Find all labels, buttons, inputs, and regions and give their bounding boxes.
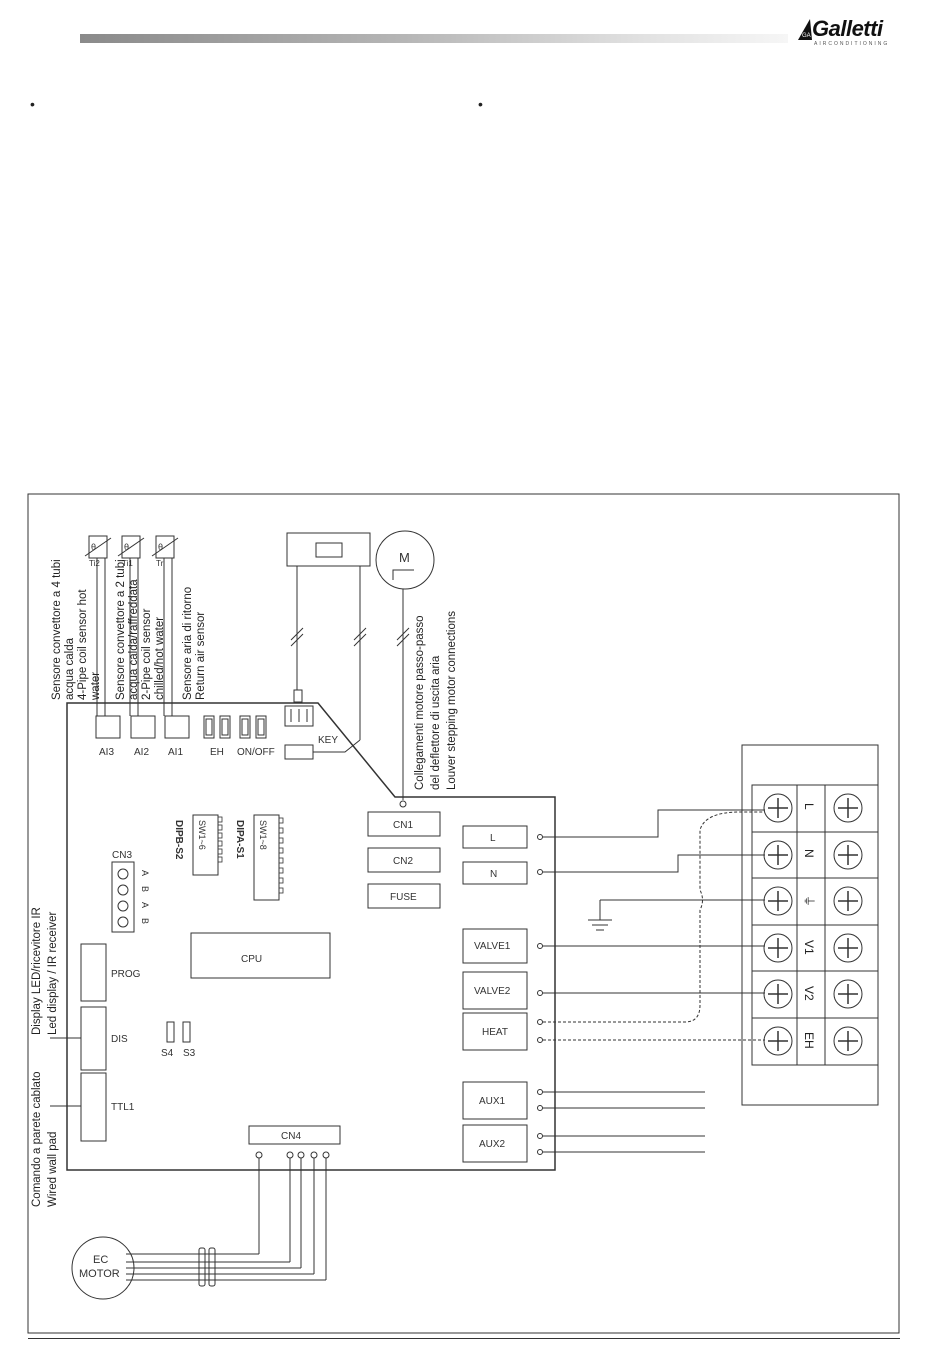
sensor-tr-symbol: θ bbox=[158, 542, 163, 552]
terminal-n: N bbox=[802, 849, 816, 858]
prog-label: PROG bbox=[111, 969, 141, 980]
stepping-motor: M bbox=[375, 530, 435, 808]
cpu-block bbox=[190, 932, 331, 979]
bullet-left: • bbox=[30, 96, 35, 112]
logo-triangle-icon: GA bbox=[798, 19, 812, 40]
block-valve1-label: VALVE1 bbox=[474, 941, 511, 952]
dip-switch-dipa-s1: SW1~8 DIPA-S1 bbox=[234, 814, 284, 901]
terminal-eh: EH bbox=[802, 1032, 816, 1049]
terminal-l: L bbox=[802, 803, 816, 810]
left-blocks: PROG DIS TTL1 bbox=[50, 943, 141, 1142]
stepping-motor-symbol: M bbox=[399, 550, 410, 565]
connector-cn3: CN3 A B A B bbox=[111, 850, 150, 933]
pcb-outline bbox=[66, 702, 556, 1171]
header-gradient-bar bbox=[80, 34, 788, 43]
logo-subtitle: AIRCONDITIONING bbox=[814, 41, 890, 47]
cn4-label: CN4 bbox=[281, 1131, 301, 1142]
sensor-tr-name: Tr bbox=[156, 559, 164, 568]
block-valve2-label: VALVE2 bbox=[474, 986, 511, 997]
logo-badge: GA bbox=[802, 33, 811, 39]
ec-motor-label-1: EC bbox=[93, 1254, 108, 1266]
sensor-ti2-symbol: θ bbox=[91, 542, 96, 552]
label-on-off: ON/OFF bbox=[237, 747, 275, 758]
sensor-tr: θ Tr bbox=[151, 535, 179, 716]
cn2-label: CN2 bbox=[393, 856, 413, 867]
port-ai2: AI2 bbox=[134, 747, 149, 758]
cn1-label: CN1 bbox=[393, 820, 413, 831]
terminal-wires bbox=[543, 809, 765, 1153]
sensor-ti1-symbol: θ bbox=[124, 542, 129, 552]
cpu-label: CPU bbox=[241, 954, 262, 965]
ttl1-label: TTL1 bbox=[111, 1102, 135, 1113]
ec-motor: EC MOTOR bbox=[71, 1236, 135, 1300]
bullet-right: • bbox=[478, 96, 483, 112]
ai-connectors: AI3 AI2 AI1 bbox=[95, 715, 190, 758]
fuse-label: FUSE bbox=[390, 892, 417, 903]
sensor-ti2-name: Ti2 bbox=[89, 559, 100, 568]
cn3-pin-a1: A bbox=[140, 870, 150, 876]
s4-label: S4 bbox=[161, 1048, 174, 1059]
connector-cn4: CN4 bbox=[126, 1125, 341, 1287]
right-blocks: L N VALVE1 VALVE2 HEAT AUX1 AUX2 bbox=[462, 825, 543, 1163]
terminal-v1: V1 bbox=[802, 940, 816, 955]
block-aux1-label: AUX1 bbox=[479, 1096, 506, 1107]
sensor-tr-label: Sensore aria di ritorno Return air senso… bbox=[182, 584, 207, 700]
dipa-name: DIPA-S1 bbox=[234, 820, 245, 859]
wallpad-label: Comando a parete cablato Wired wall pad bbox=[31, 1068, 59, 1207]
block-heat-label: HEAT bbox=[482, 1027, 508, 1038]
cn3-pin-b1: B bbox=[140, 886, 150, 892]
cn-blocks: CN1 CN2 FUSE bbox=[367, 811, 441, 909]
sensor-ti1: θ Ti1 bbox=[117, 535, 145, 716]
sensor-ti1-label: Sensore convettore a 2 tubi acqua calda/… bbox=[115, 556, 166, 700]
ec-motor-label-2: MOTOR bbox=[79, 1268, 120, 1280]
switches-s4-s3: S4 S3 bbox=[161, 1021, 196, 1059]
dis-label: DIS bbox=[111, 1034, 128, 1045]
eh-onoff-connectors: EH ON/OFF bbox=[203, 715, 275, 758]
sensor-ti2-label: Sensore convettore a 4 tubi acqua calda … bbox=[51, 556, 102, 701]
galletti-logo: GA Galletti AIRCONDITIONING bbox=[796, 16, 902, 48]
cn3-label: CN3 bbox=[112, 850, 132, 861]
logo-wordmark: Galletti bbox=[812, 16, 883, 41]
sensor-ti1-name: Ti1 bbox=[122, 559, 133, 568]
dipb-sw-label: SW1~6 bbox=[197, 820, 207, 850]
diagram-frame bbox=[27, 493, 900, 1334]
cn3-pin-a2: A bbox=[140, 902, 150, 908]
terminal-strip: L N ⏚ V1 V2 EH bbox=[741, 744, 879, 1106]
terminal-v2: V2 bbox=[802, 986, 816, 1001]
block-l-label: L bbox=[490, 833, 496, 844]
footer-line bbox=[28, 1338, 900, 1339]
sensor-ti2: θ Ti2 bbox=[84, 535, 112, 716]
dipb-name: DIPB-S2 bbox=[173, 820, 184, 860]
louver-label: Collegamenti motore passo-passo del defl… bbox=[414, 611, 458, 790]
port-ai1: AI1 bbox=[168, 747, 183, 758]
block-aux2-label: AUX2 bbox=[479, 1139, 506, 1150]
dip-switch-dipb-s2: SW1~6 DIPB-S2 bbox=[173, 814, 223, 876]
s3-label: S3 bbox=[183, 1048, 196, 1059]
key-label: KEY bbox=[318, 735, 338, 746]
dipa-sw-label: SW1~8 bbox=[258, 820, 268, 850]
block-n-label: N bbox=[490, 869, 497, 880]
terminal-ground: ⏚ bbox=[802, 895, 816, 907]
label-eh: EH bbox=[210, 747, 224, 758]
display-label: Display LED/ricevitore IR Led display / … bbox=[31, 904, 59, 1035]
cn3-pin-b2: B bbox=[140, 918, 150, 924]
port-ai3: AI3 bbox=[99, 747, 114, 758]
key-switch: KEY bbox=[284, 532, 371, 760]
